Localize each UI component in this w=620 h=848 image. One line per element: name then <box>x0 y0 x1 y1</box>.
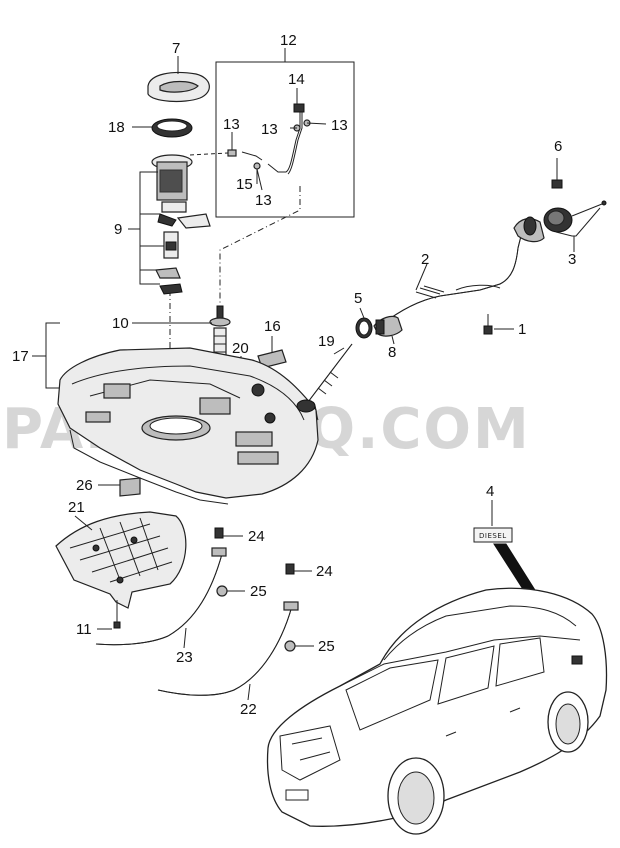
part-3-fuel-cap <box>543 200 607 233</box>
callout-13-b: 13 <box>261 121 278 138</box>
part-24-bolt-b <box>285 563 295 575</box>
callout-17: 17 <box>12 348 29 365</box>
part-9-fuel-pump-module <box>151 154 211 295</box>
part-11-bolt <box>113 600 121 629</box>
callout-24-a: 24 <box>248 528 265 545</box>
part-26-pad <box>119 477 141 497</box>
callout-13-c: 13 <box>331 117 348 134</box>
callout-26: 26 <box>76 477 93 494</box>
callout-22: 22 <box>240 701 257 718</box>
part-4-diesel-label: DIESEL <box>473 527 513 543</box>
part-25-nut-b <box>284 640 296 652</box>
part-21-heat-shield <box>55 511 187 609</box>
callout-7: 7 <box>172 40 180 57</box>
callout-3: 3 <box>568 251 576 268</box>
callout-24-b: 24 <box>316 563 333 580</box>
callout-8: 8 <box>388 344 396 361</box>
part-24-bolt-a <box>214 527 224 539</box>
callout-1: 1 <box>518 321 526 338</box>
vehicle-illustration <box>266 587 608 835</box>
callout-19: 19 <box>318 333 335 350</box>
callout-9: 9 <box>114 221 122 238</box>
part-12-group-box <box>215 48 355 218</box>
callout-13-d: 13 <box>255 192 272 209</box>
part-25-nut-a <box>216 585 228 597</box>
callout-25-b: 25 <box>318 638 335 655</box>
callout-6: 6 <box>554 138 562 155</box>
callout-18: 18 <box>108 119 125 136</box>
callout-21: 21 <box>68 499 85 516</box>
connector-15 <box>253 162 261 170</box>
part-17-fuel-tank <box>57 347 319 505</box>
callout-11: 11 <box>76 621 92 638</box>
callout-2: 2 <box>421 251 429 268</box>
callout-23: 23 <box>176 649 193 666</box>
callout-5: 5 <box>354 290 362 307</box>
callout-20: 20 <box>232 340 249 357</box>
part-1-bolt <box>483 314 493 335</box>
callout-10: 10 <box>112 315 129 332</box>
callout-14: 14 <box>288 71 305 88</box>
part-19-hose <box>296 343 353 413</box>
part-8-hose <box>373 315 403 337</box>
part-22-strap <box>157 601 299 696</box>
callout-15: 15 <box>236 176 253 193</box>
callout-13-a: 13 <box>223 116 240 133</box>
vapor-valve-14 <box>293 103 305 113</box>
callout-4: 4 <box>486 483 494 500</box>
callout-25-a: 25 <box>250 583 267 600</box>
callout-16: 16 <box>264 318 281 335</box>
clip-13-c <box>227 149 237 157</box>
part-6-screw <box>551 179 563 189</box>
callout-12: 12 <box>280 32 297 49</box>
part-23-strap <box>95 547 227 646</box>
diesel-label-text: DIESEL <box>479 532 507 540</box>
part-2-filler-pipe <box>379 216 545 327</box>
